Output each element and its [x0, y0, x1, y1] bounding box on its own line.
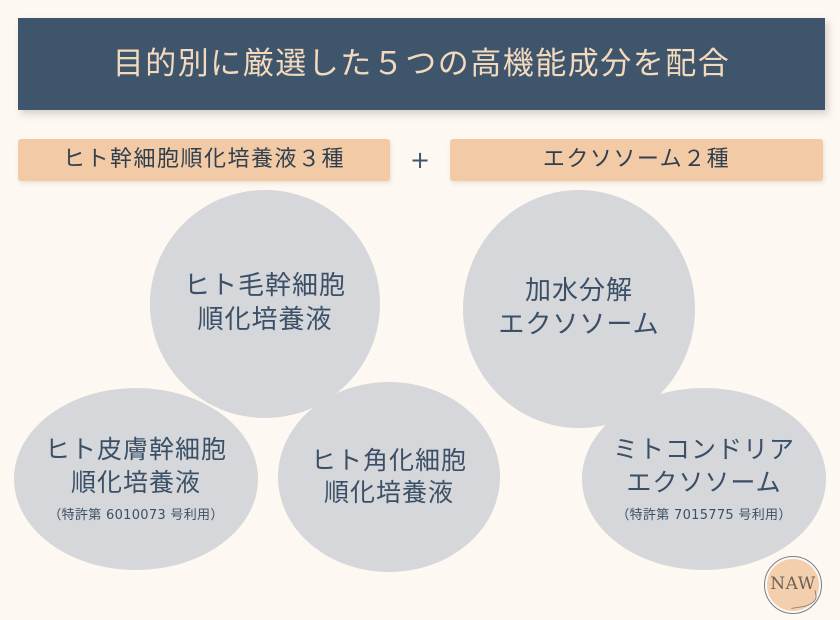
patent-note: （特許第 6010073 号利用）: [48, 508, 224, 524]
ingredient-line-2: 順化培養液: [70, 467, 201, 497]
ingredient-line-1: ミトコンドリア: [612, 435, 795, 465]
ingredient-bubble-human-hair-stem-cell: ヒト毛幹細胞 順化培養液: [150, 190, 380, 418]
page-title: 目的別に厳選した５つの高機能成分を配合: [112, 45, 731, 82]
category-bar-exosome: エクソソーム２種: [450, 139, 823, 181]
brand-logo-naw: NAW: [764, 556, 822, 614]
ingredient-line-2: 順化培養液: [197, 305, 333, 335]
header-banner: 目的別に厳選した５つの高機能成分を配合: [18, 18, 825, 110]
logo-ring: [764, 556, 822, 614]
logo-wordmark: NAW: [770, 573, 816, 594]
category-label-stem-cell-media: ヒト幹細胞順化培養液３種: [62, 147, 345, 172]
ingredient-bubble-human-skin-stem-cell: ヒト皮膚幹細胞 順化培養液 （特許第 6010073 号利用）: [14, 388, 258, 570]
ingredient-line-2: 順化培養液: [323, 478, 454, 507]
ingredient-bubble-mitochondria-exosome: ミトコンドリア エクソソーム （特許第 7015775 号利用）: [582, 388, 826, 570]
ingredient-bubble-human-keratinocyte: ヒト角化細胞 順化培養液: [278, 382, 500, 572]
ingredient-line-2: エクソソーム: [626, 467, 782, 497]
ingredient-line-2: エクソソーム: [498, 310, 660, 340]
ingredient-bubble-hydrolyzed-exosome: 加水分解 エクソソーム: [463, 190, 695, 428]
ingredient-line-1: ヒト角化細胞: [310, 445, 467, 475]
plus-icon: +: [409, 146, 431, 174]
category-label-exosome: エクソソーム２種: [542, 147, 731, 172]
category-bar-stem-cell-media: ヒト幹細胞順化培養液３種: [18, 139, 390, 181]
ingredient-line-1: ヒト皮膚幹細胞: [44, 435, 227, 465]
patent-note: （特許第 7015775 号利用）: [616, 508, 792, 524]
ingredient-line-1: 加水分解: [524, 276, 633, 307]
ingredient-line-1: ヒト毛幹細胞: [183, 271, 346, 302]
